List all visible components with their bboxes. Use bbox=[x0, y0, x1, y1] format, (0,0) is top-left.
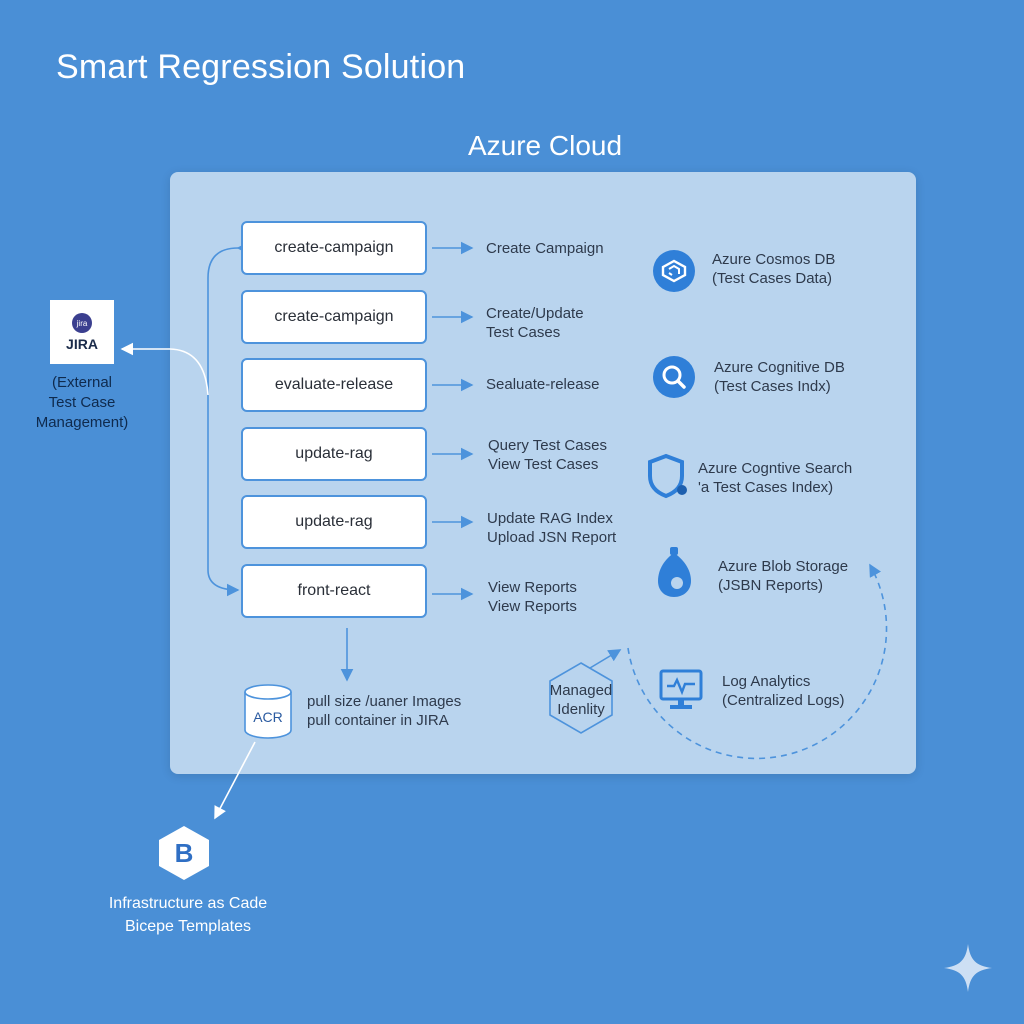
function-box-front-react: front-react bbox=[241, 564, 427, 618]
bicep-logo-icon: B bbox=[159, 826, 209, 880]
monitor-icon bbox=[659, 669, 703, 709]
azure-cloud-title: Azure Cloud bbox=[467, 130, 623, 161]
function-box-update-rag: update-rag bbox=[241, 427, 427, 481]
function-box-evaluate-release: evaluate-release bbox=[241, 358, 427, 412]
shield-icon bbox=[648, 453, 687, 499]
cosmos-db-icon bbox=[653, 250, 695, 292]
action-label-update-rag-index: Update RAG Index Upload JSN Report bbox=[487, 510, 617, 546]
acr-cylinder-icon bbox=[244, 684, 292, 739]
action-label-create-update-test-cases: Create/Update Test Cases bbox=[486, 305, 584, 341]
bicep-note: Infrastructure as Cade Bicepe Templates bbox=[108, 895, 268, 935]
jira-badge-text: jira bbox=[76, 319, 88, 328]
jira-note: (External Test Case Management) bbox=[35, 374, 129, 431]
action-label-evaluate-release: Sealuate-release bbox=[486, 376, 600, 393]
service-label-cognitive-db: Azure Cognitive DB (Test Cases Indx) bbox=[714, 359, 845, 395]
service-label-log-analytics: Log Analytics (Centralized Logs) bbox=[722, 673, 845, 709]
managed-identity-hexagon bbox=[549, 662, 613, 734]
magnifier-icon bbox=[653, 356, 695, 398]
managed-identity-label: Managed Idenlity bbox=[549, 682, 613, 718]
function-box-update-rag-2: update-rag bbox=[241, 495, 427, 549]
function-box-create-campaign-2: create-campaign bbox=[241, 290, 427, 344]
action-label-create-campaign: Create Campaign bbox=[486, 240, 604, 257]
blob-storage-icon bbox=[658, 547, 691, 597]
action-label-query-test-cases: Query Test Cases View Test Cases bbox=[488, 437, 607, 473]
service-label-cognitive-search: Azure Cogntive Search 'a Test Cases Inde… bbox=[698, 460, 853, 496]
function-box-create-campaign: create-campaign bbox=[241, 221, 427, 275]
page-title: Smart Regression Solution bbox=[56, 48, 466, 86]
acr-note: pull size /uaner Images pull container i… bbox=[307, 693, 462, 729]
service-label-blob-storage: Azure Blob Storage (JSBN Reports) bbox=[718, 558, 849, 594]
jira-logo: jira JIRA bbox=[50, 300, 114, 364]
bicep-logo-letter: B bbox=[175, 838, 194, 868]
acr-label: ACR bbox=[253, 709, 283, 725]
jira-logo-text: JIRA bbox=[66, 336, 98, 352]
service-label-cosmos-db: Azure Cosmos DB (Test Cases Data) bbox=[712, 251, 836, 287]
action-label-view-reports: View Reports View Reports bbox=[488, 579, 577, 615]
jira-badge-icon: jira bbox=[72, 313, 92, 333]
sparkle-icon bbox=[944, 944, 992, 992]
